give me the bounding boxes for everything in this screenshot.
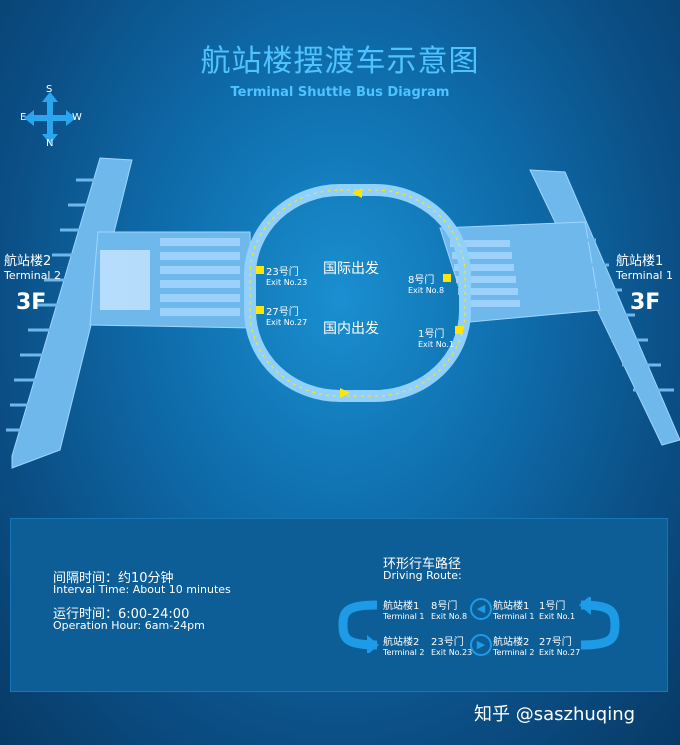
page-subtitle: Terminal Shuttle Bus Diagram [230,85,450,100]
route-arrow-left-icon: ◀ [470,598,492,620]
hours-en: Operation Hour: 6am-24pm [53,619,205,632]
terminal-1-label: 航站楼1 Terminal 1 [616,250,673,282]
terminal-map [6,157,680,469]
gate-23-en: Exit No.23 [266,278,308,287]
gate-8-en: Exit No.8 [408,286,445,295]
compass-west-label: W [72,112,82,123]
shuttle-loop-route [244,184,471,402]
gate-23-label: 23号门 Exit No.23 [266,263,307,287]
interval-cn: 间隔时间：约10分钟 [53,571,174,586]
route-stop-cn: 航站楼1 [493,601,530,612]
gate-1-en: Exit No.1 [418,340,455,349]
route-stop-en: Terminal 1 [493,612,535,621]
route-stop: 23号门 Exit No.23 [431,633,472,657]
route-stop: 27号门 Exit No.27 [539,633,580,657]
route-stop: 航站楼1 Terminal 1 [493,597,534,621]
route-stop-en: Terminal 1 [383,612,425,621]
route-title-en: Driving Route: [383,569,462,582]
terminal-1-name-cn: 航站楼1 [616,254,664,269]
route-stop-en: Terminal 2 [493,648,535,657]
route-stop-cn: 8号门 [431,601,458,612]
compass-north-label: N [46,138,54,149]
route-stop-en: Exit No.1 [539,612,576,621]
route-stop: 8号门 Exit No.8 [431,597,467,621]
route-stop-cn: 1号门 [539,601,566,612]
terminal-2-name-cn: 航站楼2 [4,254,52,269]
terminal-1-floor: 3F [630,290,661,315]
interval-en: Interval Time: About 10 minutes [53,583,231,596]
route-stop-en: Exit No.23 [431,648,473,657]
hours-cn: 运行时间：6:00-24:00 [53,607,190,622]
route-loop-left-arrow-icon [338,600,379,653]
compass: S N E W [20,84,82,149]
terminal-2-label: 航站楼2 Terminal 2 [4,250,61,282]
international-departures-label: 国际出发 [323,261,379,277]
gate-1-cn: 1号门 [418,329,445,340]
terminal-1-name-en: Terminal 1 [616,269,673,282]
terminal-2-name-en: Terminal 2 [4,269,61,282]
route-stop: 航站楼2 Terminal 2 [383,633,424,657]
gate-23-cn: 23号门 [266,267,299,278]
route-loop-right-arrow-icon [579,597,620,650]
route-stop-en: Exit No.27 [539,648,581,657]
compass-east-label: E [20,112,27,123]
domestic-departures-label: 国内出发 [323,321,379,337]
gate-27-en: Exit No.27 [266,318,308,327]
route-title-cn: 环形行车路径 [383,557,462,572]
legend-panel: 间隔时间：约10分钟 Interval Time: About 10 minut… [10,518,668,692]
gate-1-label: 1号门 Exit No.1 [418,325,454,349]
route-arrow-right-icon: ▶ [470,634,492,656]
route-stop-cn: 航站楼2 [493,637,530,648]
route-stop-en: Terminal 2 [383,648,425,657]
route-stop-cn: 航站楼2 [383,637,420,648]
gate-8-cn: 8号门 [408,275,435,286]
gate-27-cn: 27号门 [266,307,299,318]
terminal-2-floor: 3F [16,290,47,315]
route-stop: 航站楼1 Terminal 1 [383,597,424,621]
compass-south-label: S [46,84,53,95]
route-stop-cn: 27号门 [539,637,572,648]
gate-27-label: 27号门 Exit No.27 [266,303,307,327]
compass-arrows-icon [24,92,76,144]
route-stop-cn: 23号门 [431,637,464,648]
route-stop: 航站楼2 Terminal 2 [493,633,534,657]
route-stop-en: Exit No.8 [431,612,468,621]
page-title: 航站楼摆渡车示意图 [200,44,480,79]
route-stop: 1号门 Exit No.1 [539,597,575,621]
gate-8-label: 8号门 Exit No.8 [408,271,444,295]
route-stop-cn: 航站楼1 [383,601,420,612]
watermark: 知乎 @saszhuqing [474,704,636,725]
